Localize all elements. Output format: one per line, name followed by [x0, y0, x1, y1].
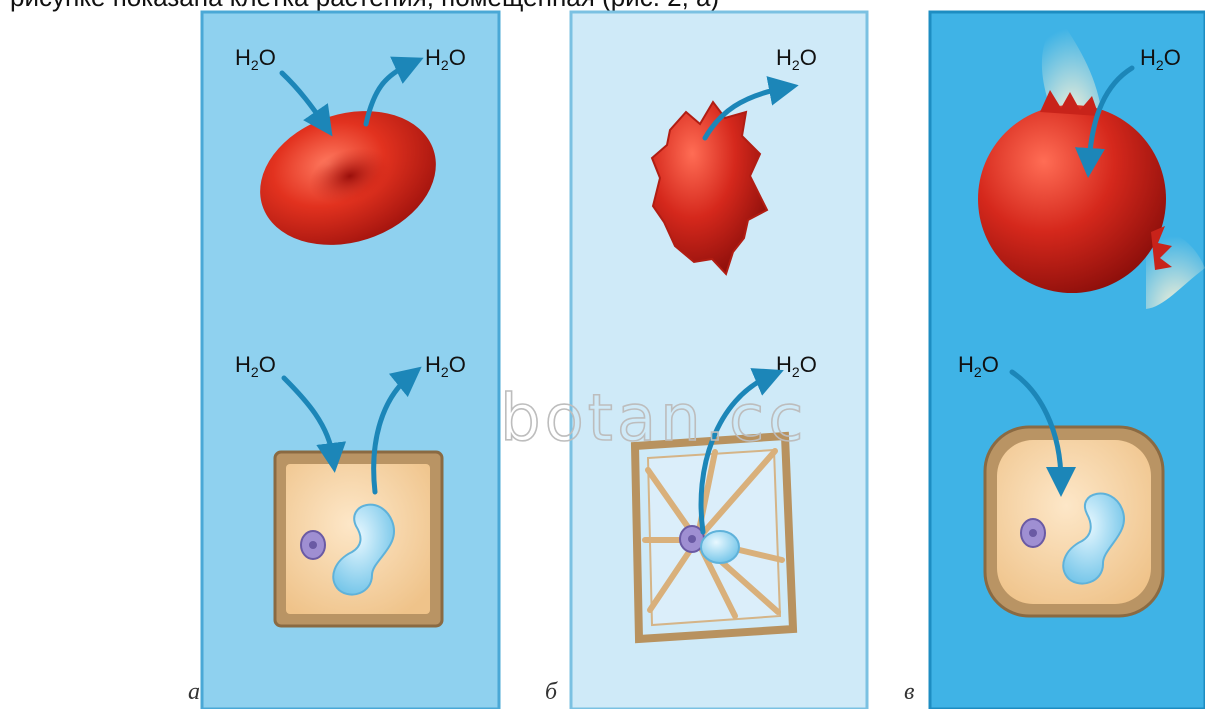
swollen-red-blood-cell [978, 105, 1166, 293]
nucleolus [309, 541, 317, 549]
header-caption: рисунке показана клетка растения, помеще… [10, 0, 719, 12]
nucleolus [688, 535, 696, 543]
vacuole [701, 531, 739, 563]
panel-a-label: а [188, 679, 200, 705]
panel-c: в H2O H2O [904, 12, 1205, 709]
panel-b-label: б [545, 679, 558, 705]
nucleolus [1029, 529, 1037, 537]
panel-b: б H2O H2O [545, 12, 867, 709]
panel-c-label: в [904, 679, 914, 705]
panel-a: а H2O H2O H2O H2O [188, 12, 499, 709]
watermark: botan.cc [500, 382, 807, 456]
